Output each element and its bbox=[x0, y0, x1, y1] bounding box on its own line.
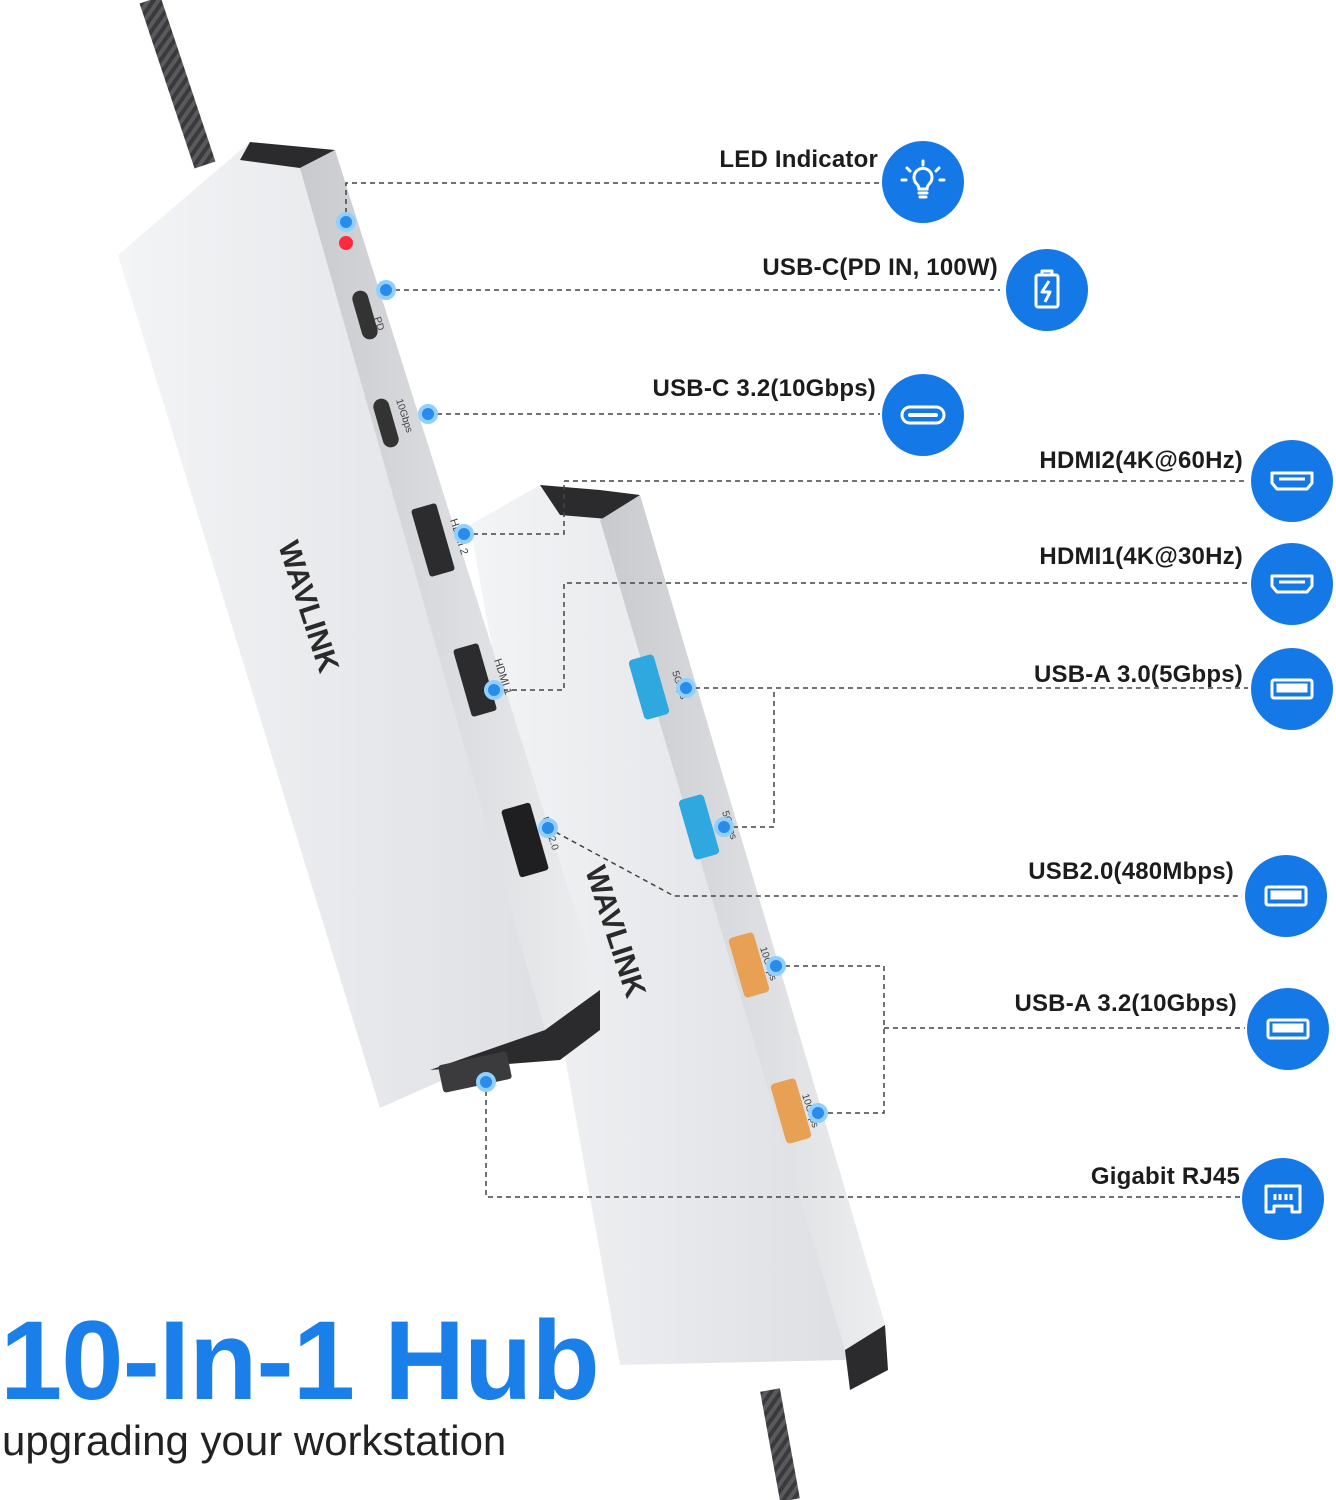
label-usbc-pd: USB-C(PD IN, 100W) bbox=[762, 254, 998, 281]
usb-a-icon-3 bbox=[1247, 988, 1329, 1070]
hub-back: WAVLINK bbox=[470, 485, 888, 1390]
battery-charge-icon bbox=[1006, 249, 1088, 331]
bottom-cable bbox=[760, 1388, 800, 1500]
label-rj45: Gigabit RJ45 bbox=[1090, 1163, 1240, 1190]
label-usba-30: USB-A 3.0(5Gbps) bbox=[1033, 661, 1243, 688]
ethernet-icon bbox=[1242, 1158, 1324, 1240]
label-hdmi1: HDMI1(4K@30Hz) bbox=[1039, 543, 1243, 570]
label-usba-32: USB-A 3.2(10Gbps) bbox=[1014, 990, 1237, 1017]
pd-port-label: PD bbox=[371, 316, 386, 333]
usb-a-icon bbox=[1251, 648, 1333, 730]
connector-dots bbox=[336, 212, 828, 1123]
page-subtitle: upgrading your workstation bbox=[2, 1417, 507, 1464]
usb2-port bbox=[501, 802, 549, 878]
bulb-icon bbox=[882, 141, 964, 223]
usb-a-icon-2 bbox=[1245, 855, 1327, 937]
leader-lines bbox=[345, 182, 1248, 1198]
hdmi1-port bbox=[453, 643, 497, 717]
usb3-port-1 bbox=[628, 654, 670, 720]
hdmi-icon bbox=[1251, 440, 1333, 522]
hdmi2-port bbox=[411, 503, 455, 577]
led-red bbox=[339, 236, 353, 250]
usb-c-icon bbox=[882, 374, 964, 456]
label-led-indicator: LED Indicator bbox=[719, 146, 878, 173]
hub-front: WAVLINK bbox=[118, 142, 600, 1108]
label-usb20: USB2.0(480Mbps) bbox=[1028, 858, 1234, 885]
usb32-port-1 bbox=[728, 932, 770, 998]
page-title: 10-In-1 Hub bbox=[0, 1298, 600, 1423]
usb3-port-2 bbox=[678, 794, 720, 860]
usb32-port-2 bbox=[770, 1078, 812, 1144]
label-hdmi2: HDMI2(4K@60Hz) bbox=[1039, 447, 1243, 474]
usbc-pd-port bbox=[352, 290, 378, 340]
label-usbc-32: USB-C 3.2(10Gbps) bbox=[652, 375, 876, 402]
top-cable bbox=[139, 0, 216, 169]
usbc-10g-port bbox=[373, 398, 399, 448]
hdmi-icon-2 bbox=[1251, 543, 1333, 625]
